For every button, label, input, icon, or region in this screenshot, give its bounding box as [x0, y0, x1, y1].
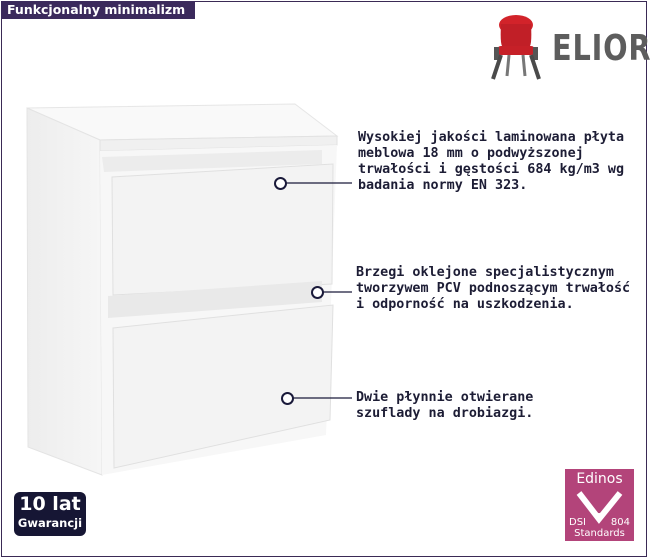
callout-laminate: Wysokiej jakości laminowana płyta meblow… — [358, 130, 625, 193]
warranty-label: Gwarancji — [17, 516, 83, 530]
callout-edges: Brzegi oklejone specjalistycznym tworzyw… — [356, 265, 631, 312]
brand-name: ELIOR — [552, 28, 650, 69]
warranty-years: 10 lat — [19, 493, 81, 515]
certificate-left: DSI — [569, 517, 586, 528]
certificate-right: 804 — [610, 517, 630, 528]
callout-drawers: Dwie płynnie otwierane szuflady na drobi… — [356, 390, 534, 421]
header-badge: Funkcjonalny minimalizm — [1, 1, 196, 19]
marker-dot-drawers — [281, 392, 294, 405]
marker-dot-laminate — [274, 177, 287, 190]
warranty-badge: 10 lat Gwarancji — [14, 492, 86, 536]
certificate-brand: Edinos — [576, 471, 623, 487]
chair-icon — [491, 15, 541, 80]
certificate-badge: Edinos DSI 804 Standards — [565, 469, 634, 541]
certificate-emblem-icon — [576, 491, 623, 524]
certificate-footer: Standards — [574, 528, 625, 539]
marker-dot-edges — [311, 286, 324, 299]
